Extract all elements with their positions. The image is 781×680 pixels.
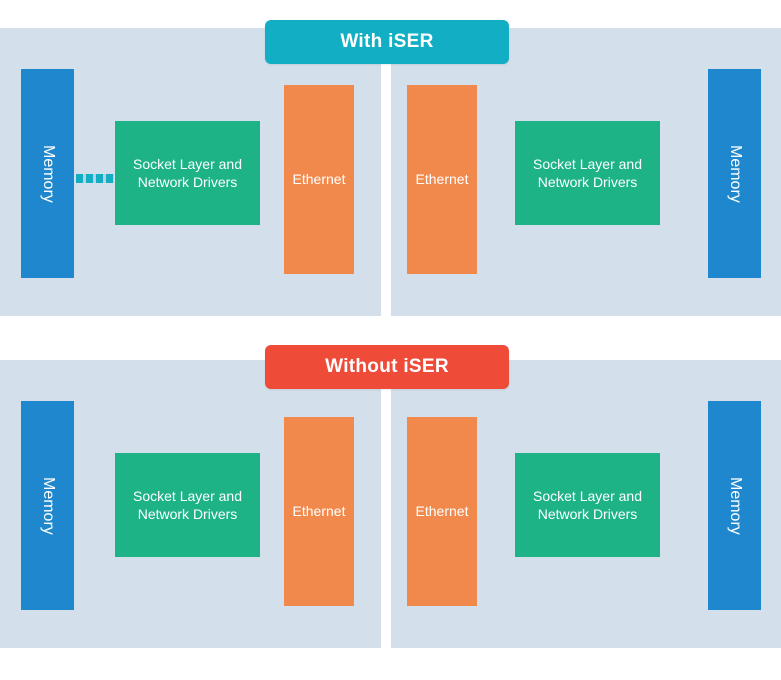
block-socket-label: Socket Layer and Network Drivers	[133, 155, 242, 191]
block-socket-label-line1: Socket Layer and	[133, 155, 242, 172]
block-ethernet-label: Ethernet	[292, 171, 346, 188]
block-memory-label: Memory	[39, 144, 57, 203]
block-memory-left-without-iser: Memory	[21, 401, 74, 610]
block-ethernet-label: Ethernet	[415, 503, 469, 520]
block-socket-label-line2: Network Drivers	[137, 174, 238, 190]
dotted-connector-memory-to-socket	[76, 174, 114, 183]
panel-with-iser-left: Memory Socket Layer and Network Drivers …	[0, 28, 381, 316]
block-socket-label: Socket Layer and Network Drivers	[533, 487, 642, 523]
badge-with-iser: With iSER	[265, 20, 509, 64]
block-memory-label: Memory	[726, 476, 744, 535]
block-socket-label-line1: Socket Layer and	[533, 155, 642, 172]
block-memory-label: Memory	[726, 144, 744, 203]
block-socket-label-line1: Socket Layer and	[133, 487, 242, 504]
block-socket-label-line1: Socket Layer and	[533, 487, 642, 504]
section-with-iser: Memory Socket Layer and Network Drivers …	[0, 28, 781, 316]
block-socket-layer-left-without-iser: Socket Layer and Network Drivers	[115, 453, 260, 557]
block-ethernet-right-with-iser: Ethernet	[407, 85, 477, 274]
block-memory-right-without-iser: Memory	[708, 401, 761, 610]
panel-without-iser-left: Memory Socket Layer and Network Drivers …	[0, 360, 381, 648]
block-memory-left-with-iser: Memory	[21, 69, 74, 278]
section-without-iser: Memory Socket Layer and Network Drivers …	[0, 360, 781, 648]
block-socket-layer-left-with-iser: Socket Layer and Network Drivers	[115, 121, 260, 225]
block-socket-label: Socket Layer and Network Drivers	[533, 155, 642, 191]
block-socket-layer-right-with-iser: Socket Layer and Network Drivers	[515, 121, 660, 225]
badge-without-iser: Without iSER	[265, 345, 509, 389]
block-socket-label-line2: Network Drivers	[537, 174, 638, 190]
block-ethernet-left-with-iser: Ethernet	[284, 85, 354, 274]
panel-without-iser-right: Ethernet Socket Layer and Network Driver…	[391, 360, 781, 648]
block-ethernet-right-without-iser: Ethernet	[407, 417, 477, 606]
block-memory-label: Memory	[39, 476, 57, 535]
block-ethernet-label: Ethernet	[415, 171, 469, 188]
block-ethernet-left-without-iser: Ethernet	[284, 417, 354, 606]
block-socket-layer-right-without-iser: Socket Layer and Network Drivers	[515, 453, 660, 557]
block-ethernet-label: Ethernet	[292, 503, 346, 520]
block-socket-label-line2: Network Drivers	[137, 506, 238, 522]
block-socket-label: Socket Layer and Network Drivers	[133, 487, 242, 523]
panel-with-iser-right: Ethernet Socket Layer and Network Driver…	[391, 28, 781, 316]
block-memory-right-with-iser: Memory	[708, 69, 761, 278]
badge-without-iser-label: Without iSER	[325, 356, 449, 377]
block-socket-label-line2: Network Drivers	[537, 506, 638, 522]
badge-with-iser-label: With iSER	[340, 31, 434, 52]
